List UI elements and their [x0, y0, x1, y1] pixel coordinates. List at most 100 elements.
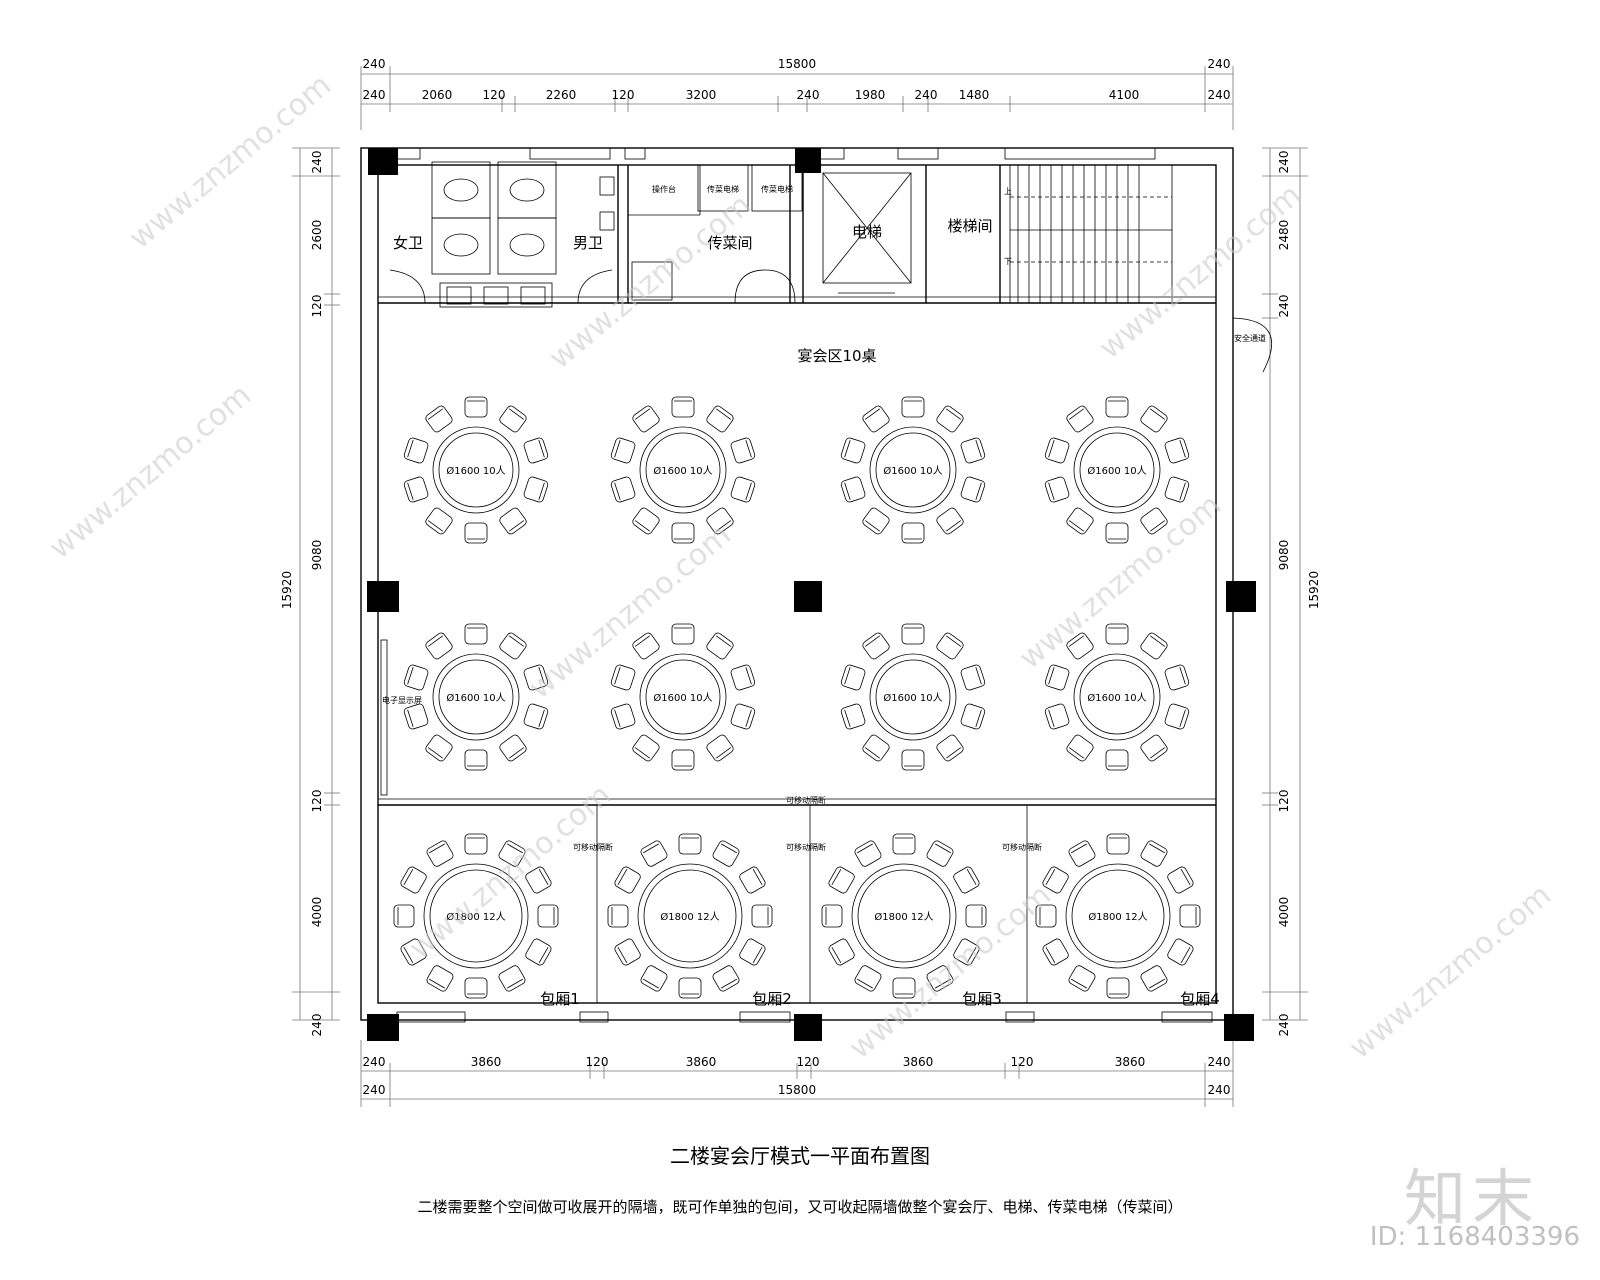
dim-right-detail-5: 4000	[1277, 897, 1291, 928]
chair	[821, 904, 843, 928]
chair-back	[946, 747, 962, 759]
chair-back	[614, 439, 621, 458]
chair-back	[745, 709, 752, 728]
chair	[678, 977, 702, 999]
chair	[840, 476, 866, 503]
label-stair-down: 下	[1004, 257, 1012, 266]
chair	[403, 437, 429, 464]
chair	[730, 703, 756, 730]
watermark-2: www.znzmo.com	[543, 188, 758, 377]
chair	[614, 938, 641, 966]
label-movable-partition-1: 可移动隔断	[573, 842, 613, 852]
chair	[1140, 965, 1168, 992]
table-label: Ø1600 10人	[883, 465, 942, 477]
chair-back	[966, 869, 977, 885]
chair-back	[634, 747, 650, 759]
chair-back	[831, 947, 842, 963]
dim-right-total: 15920	[1307, 571, 1321, 609]
dim-top-detail-11: 240	[1208, 88, 1231, 102]
watermark-9: www.znzmo.com	[1343, 878, 1558, 1067]
table-label: Ø1800 12人	[1088, 911, 1147, 923]
dim-bottom-detail-4: 120	[797, 1055, 820, 1069]
chair	[425, 632, 453, 660]
chair	[1164, 664, 1190, 691]
dimension-lines: 240 15800 240 240 2060 120 2260 120 3200…	[280, 57, 1321, 1107]
table-top	[1073, 426, 1161, 514]
chair	[840, 437, 866, 464]
dim-left-detail-1: 2600	[310, 220, 324, 251]
chair	[640, 840, 668, 867]
chair	[403, 664, 429, 691]
chair-back	[1150, 747, 1166, 759]
banquet-table-7: Ø1600 10人	[840, 623, 986, 771]
table-lazy-susan	[438, 432, 514, 508]
chair	[936, 632, 964, 660]
table-lazy-susan	[645, 659, 721, 735]
banquet-table-8: Ø1600 10人	[1044, 623, 1190, 771]
chair-back	[634, 635, 650, 647]
table-label: Ø1600 10人	[653, 692, 712, 704]
banquet-table-3: Ø1600 10人	[840, 396, 986, 544]
chair	[840, 703, 866, 730]
chair	[425, 734, 453, 762]
chair	[523, 664, 549, 691]
chair-back	[1048, 482, 1055, 501]
chair-back	[538, 666, 545, 685]
table-lazy-susan	[1079, 659, 1155, 735]
chair	[936, 507, 964, 535]
chair-back	[1180, 947, 1191, 963]
chair	[706, 734, 734, 762]
dim-left-total: 15920	[280, 571, 294, 609]
chair-back	[538, 869, 549, 885]
chair	[393, 904, 415, 928]
dim-bottom-detail-6: 120	[1011, 1055, 1034, 1069]
chair-back	[407, 666, 414, 685]
private-room-table-1: Ø1800 12人	[393, 833, 559, 999]
chair-back	[538, 482, 545, 501]
dim-left-detail-0: 240	[310, 151, 324, 174]
dim-left-detail-5: 4000	[310, 897, 324, 928]
chair-back	[1150, 635, 1166, 647]
chair-back	[509, 520, 525, 532]
chair	[828, 938, 855, 966]
label-stair-up: 上	[1004, 187, 1012, 196]
watermark-1: www.znzmo.com	[123, 68, 338, 257]
chair-back	[966, 947, 977, 963]
chair-back	[617, 869, 628, 885]
label-work-counter: 操作台	[652, 184, 676, 194]
chair-back	[509, 635, 525, 647]
chair-back	[614, 482, 621, 501]
chair	[1066, 405, 1094, 433]
dim-bottom-detail-5: 3860	[903, 1055, 934, 1069]
dim-left-detail-3: 9080	[310, 540, 324, 571]
chair-back	[857, 978, 873, 989]
chair	[1044, 664, 1070, 691]
table-label: Ø1800 12人	[446, 911, 505, 923]
banquet-tables: Ø1600 10人 Ø1600 10人 Ø1600 10人 Ø1600 10人 Ø160…	[393, 396, 1201, 999]
chair-back	[538, 439, 545, 458]
chair	[1179, 904, 1201, 928]
chair-back	[1048, 666, 1055, 685]
chair	[1068, 840, 1096, 867]
chair	[403, 476, 429, 503]
chair	[1044, 703, 1070, 730]
chair	[400, 866, 427, 894]
chair	[862, 632, 890, 660]
room-label-stairwell: 楼梯间	[947, 217, 992, 235]
chair	[523, 703, 549, 730]
dim-top-detail-4: 120	[612, 88, 635, 102]
watermarks: www.znzmo.com www.znzmo.com www.znzmo.co…	[43, 68, 1558, 1067]
chair-back	[538, 709, 545, 728]
chair-back	[1068, 635, 1084, 647]
chair	[892, 833, 916, 855]
table-label: Ø1600 10人	[446, 692, 505, 704]
table-top	[851, 863, 957, 969]
table-label: Ø1600 10人	[446, 465, 505, 477]
table-top	[637, 863, 743, 969]
chair	[523, 437, 549, 464]
chair-back	[844, 666, 851, 685]
chair	[525, 938, 552, 966]
chair	[1106, 833, 1130, 855]
dim-bottom-detail-1: 3860	[471, 1055, 502, 1069]
chair-back	[1180, 869, 1191, 885]
